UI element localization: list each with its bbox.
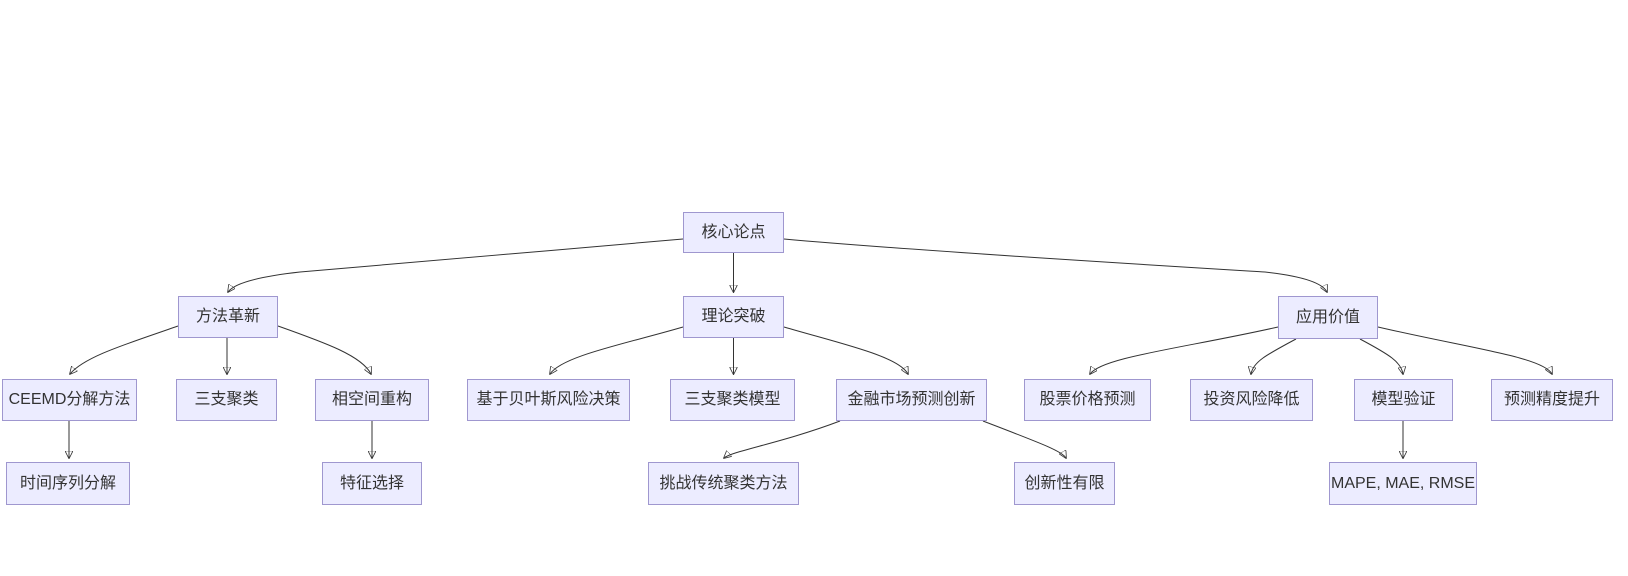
node-investment-risk-reduction: 投资风险降低 <box>1190 379 1313 421</box>
node-label: 应用价值 <box>1295 308 1360 326</box>
edge-application-to-accuracy <box>1377 326 1552 374</box>
node-forecast-accuracy-improvement: 预测精度提升 <box>1491 379 1613 421</box>
edge-finance-to-limited-innovation <box>982 420 1066 458</box>
node-bayesian-risk-decision: 基于贝叶斯风险决策 <box>467 379 630 421</box>
node-stock-price-prediction: 股票价格预测 <box>1024 379 1151 421</box>
node-limited-innovation: 创新性有限 <box>1014 462 1115 505</box>
node-label: 预测精度提升 <box>1503 391 1600 408</box>
node-three-way-clustering-model: 三支聚类模型 <box>670 379 795 421</box>
node-label: 方法革新 <box>195 308 260 325</box>
edge-theory-to-bayes <box>550 326 684 374</box>
node-three-way-clustering: 三支聚类 <box>176 379 277 421</box>
node-feature-selection: 特征选择 <box>322 462 422 505</box>
node-financial-forecast-innovation: 金融市场预测创新 <box>836 379 987 421</box>
node-label: 核心论点 <box>701 223 766 241</box>
node-label: 时间序列分解 <box>19 474 116 492</box>
node-ceemd-decomposition: CEEMD分解方法 <box>2 379 137 421</box>
node-core-thesis: 核心论点 <box>683 212 784 253</box>
edge-method-to-phase-space <box>277 325 371 374</box>
node-label: 三支聚类模型 <box>684 391 781 408</box>
node-model-validation: 模型验证 <box>1354 379 1453 421</box>
node-theory-breakthrough: 理论突破 <box>683 296 784 338</box>
node-label: 股票价格预测 <box>1039 391 1136 408</box>
node-label: 投资风险降低 <box>1203 391 1300 408</box>
node-time-series-decomposition: 时间序列分解 <box>6 462 130 505</box>
node-challenge-traditional-clustering: 挑战传统聚类方法 <box>648 462 799 505</box>
node-label: MAPE, MAE, RMSE <box>1330 474 1476 492</box>
node-label: 金融市场预测创新 <box>847 391 976 408</box>
node-label: CEEMD分解方法 <box>8 391 131 408</box>
edge-core-to-application <box>783 238 1327 292</box>
edge-application-to-risk-reduction <box>1251 338 1297 374</box>
edge-finance-to-challenge-clustering <box>724 420 841 458</box>
node-label: 特征选择 <box>339 474 404 492</box>
node-evaluation-metrics: MAPE, MAE, RMSE <box>1329 462 1477 505</box>
edge-application-to-stock-prediction <box>1090 326 1279 374</box>
edge-method-to-ceemd <box>70 325 179 374</box>
node-label: 基于贝叶斯风险决策 <box>476 391 621 408</box>
node-label: 模型验证 <box>1371 391 1436 408</box>
edge-application-to-model-validation <box>1359 338 1403 374</box>
node-method-innovation: 方法革新 <box>178 296 278 338</box>
node-label: 创新性有限 <box>1024 474 1105 492</box>
node-phase-space-reconstruction: 相空间重构 <box>315 379 429 421</box>
node-label: 理论突破 <box>701 308 766 325</box>
edge-theory-to-finance-innovation <box>783 326 908 374</box>
edge-core-to-method <box>228 238 684 292</box>
node-label: 相空间重构 <box>331 391 412 408</box>
node-application-value: 应用价值 <box>1278 296 1378 339</box>
node-label: 三支聚类 <box>194 391 259 408</box>
node-label: 挑战传统聚类方法 <box>659 474 788 492</box>
